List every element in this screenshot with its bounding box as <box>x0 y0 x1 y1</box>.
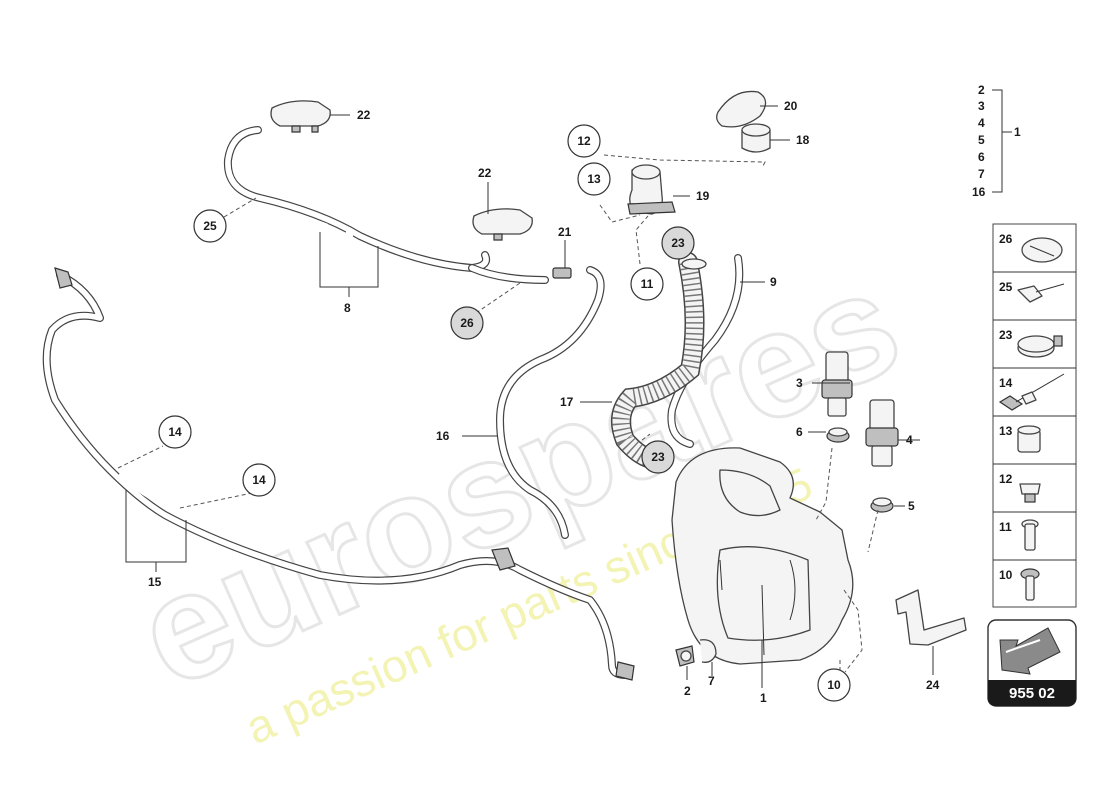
assembly-item-3[interactable]: 3 <box>978 99 985 113</box>
callout-22-upper[interactable]: 22 <box>357 108 371 122</box>
callout-25[interactable]: 25 <box>193 209 227 243</box>
side-item-14[interactable]: 14 <box>998 373 1065 411</box>
assembly-item-7[interactable]: 7 <box>978 167 985 181</box>
callout-22-middle[interactable]: 22 <box>478 166 492 180</box>
connector-21[interactable] <box>552 267 572 279</box>
assembly-item-2[interactable]: 2 <box>978 83 985 97</box>
filler-hose-17[interactable] <box>611 252 707 470</box>
reference-code: 955 02 <box>1009 685 1055 702</box>
callout-18[interactable]: 18 <box>796 133 810 147</box>
callout-3[interactable]: 3 <box>796 376 803 390</box>
assembly-item-5[interactable]: 5 <box>978 133 985 147</box>
side-item-25[interactable]: 25 <box>999 280 1065 303</box>
svg-text:12: 12 <box>577 134 591 148</box>
hose-15[interactable] <box>42 271 629 679</box>
svg-text:13: 13 <box>587 172 601 186</box>
svg-text:12: 12 <box>999 472 1013 486</box>
assembly-list: 2 3 4 5 6 7 16 1 <box>972 83 1021 199</box>
svg-text:10: 10 <box>827 678 841 692</box>
callout-14-left[interactable]: 14 <box>158 415 192 449</box>
svg-text:26: 26 <box>999 232 1013 246</box>
assembly-item-6[interactable]: 6 <box>978 150 985 164</box>
svg-text:23: 23 <box>671 236 685 250</box>
callout-5[interactable]: 5 <box>908 499 915 513</box>
assembly-item-16[interactable]: 16 <box>972 185 986 199</box>
callout-7[interactable]: 7 <box>708 674 715 688</box>
seal-18[interactable] <box>741 123 771 153</box>
callout-11[interactable]: 11 <box>630 267 664 301</box>
svg-text:25: 25 <box>203 219 217 233</box>
callout-4[interactable]: 4 <box>906 433 913 447</box>
side-item-13[interactable]: 13 <box>999 424 1041 453</box>
svg-text:23: 23 <box>651 450 665 464</box>
assembly-item-4[interactable]: 4 <box>978 116 985 130</box>
watermark: eurospares a passion for parts since 198… <box>113 235 923 754</box>
drain-plug-2[interactable] <box>675 645 695 667</box>
filler-neck-19[interactable] <box>627 164 676 215</box>
callout-8[interactable]: 8 <box>344 301 351 315</box>
callout-17[interactable]: 17 <box>560 395 574 409</box>
side-item-10[interactable]: 10 <box>999 568 1040 601</box>
washer-reservoir-1[interactable] <box>671 447 854 665</box>
upper-hose-8[interactable] <box>223 126 549 284</box>
washer-nozzle-middle[interactable] <box>472 208 533 241</box>
callout-13[interactable]: 13 <box>577 162 611 196</box>
svg-text:14: 14 <box>999 376 1013 390</box>
side-item-26[interactable]: 26 <box>999 232 1063 263</box>
callout-21[interactable]: 21 <box>558 225 572 239</box>
callout-20[interactable]: 20 <box>784 99 798 113</box>
filler-cap-20[interactable] <box>716 90 767 128</box>
callout-16[interactable]: 16 <box>436 429 450 443</box>
washer-nozzle-upper[interactable] <box>270 100 331 133</box>
svg-text:25: 25 <box>999 280 1013 294</box>
svg-text:14: 14 <box>168 425 182 439</box>
bracket-24[interactable] <box>895 589 967 646</box>
hose-16[interactable] <box>496 266 605 539</box>
reference-badge: 955 02 <box>987 619 1077 707</box>
svg-text:14: 14 <box>252 473 266 487</box>
grommet-6[interactable] <box>826 427 850 443</box>
callout-1[interactable]: 1 <box>760 691 767 705</box>
direction-arrow-icon <box>999 627 1061 675</box>
callout-23-lower[interactable]: 23 <box>641 440 675 474</box>
callout-19[interactable]: 19 <box>696 189 710 203</box>
callout-23-upper[interactable]: 23 <box>661 226 695 260</box>
svg-text:11: 11 <box>641 277 654 291</box>
callout-26[interactable]: 26 <box>450 306 484 340</box>
svg-text:26: 26 <box>460 316 474 330</box>
grommet-5[interactable] <box>870 497 894 513</box>
callout-15[interactable]: 15 <box>148 575 162 589</box>
side-item-23[interactable]: 23 <box>999 328 1063 358</box>
side-item-12[interactable]: 12 <box>999 472 1041 503</box>
svg-text:10: 10 <box>999 568 1013 582</box>
washer-pump-3[interactable] <box>821 351 853 417</box>
callout-12[interactable]: 12 <box>567 124 601 158</box>
assembly-parent-1[interactable]: 1 <box>1014 125 1021 139</box>
callout-10[interactable]: 10 <box>817 668 851 702</box>
callout-9[interactable]: 9 <box>770 275 777 289</box>
callout-2[interactable]: 2 <box>684 684 691 698</box>
leader-lines <box>117 89 1012 688</box>
side-panel: 26 25 23 14 13 12 <box>992 223 1077 608</box>
callout-6[interactable]: 6 <box>796 425 803 439</box>
callout-14-right[interactable]: 14 <box>242 463 276 497</box>
circled-callouts: 25 26 12 13 23 11 23 14 <box>158 124 851 702</box>
callout-24[interactable]: 24 <box>926 678 940 692</box>
svg-text:11: 11 <box>999 520 1012 534</box>
side-item-11[interactable]: 11 <box>999 519 1039 551</box>
svg-text:23: 23 <box>999 328 1013 342</box>
seal-7[interactable] <box>699 639 717 663</box>
callouts: 22 22 20 18 19 21 9 8 3 17 16 6 4 5 15 2… <box>148 99 940 705</box>
svg-text:13: 13 <box>999 424 1013 438</box>
washer-pump-4[interactable] <box>865 399 899 467</box>
